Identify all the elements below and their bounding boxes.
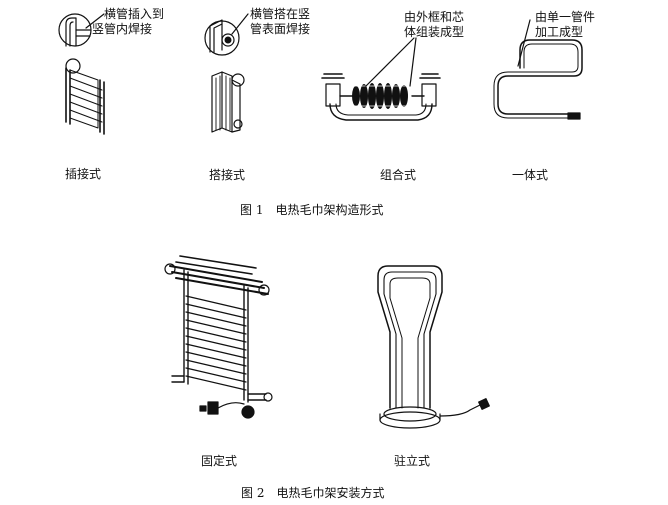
integral-type-label: 一体式 <box>512 168 549 182</box>
combined-callout-line-1: 由外框和芯 <box>404 10 465 24</box>
integral-type-drawing <box>493 19 583 120</box>
insertion-callout-line-2: 竖管内焊接 <box>92 22 153 36</box>
combined-callout-line-2: 体组装成型 <box>404 25 465 39</box>
insertion-detail-circle <box>58 13 92 47</box>
overlap-callout-line-1: 横管搭在竖 <box>250 7 311 21</box>
figure2-caption: 图 2 电热毛巾架安装方式 <box>241 486 385 500</box>
overlap-type-drawing <box>204 13 249 133</box>
insertion-type-label: 插接式 <box>65 167 102 181</box>
wall-mounted-rack-drawing <box>164 255 273 419</box>
insertion-type-drawing <box>58 13 105 135</box>
combined-type-drawing <box>321 37 441 121</box>
freestanding-rack-drawing <box>377 265 490 429</box>
figure1-caption: 图 1 电热毛巾架构造形式 <box>240 203 384 217</box>
insertion-leader-line <box>85 13 105 29</box>
wall-mounted-label: 固定式 <box>201 454 238 468</box>
overlap-callout-line-2: 管表面焊接 <box>250 22 311 36</box>
overlap-leader-line <box>231 13 249 35</box>
integral-callout-line-2: 加工成型 <box>535 25 584 39</box>
combined-type-label: 组合式 <box>380 168 417 182</box>
insertion-callout-line-1: 横管插入到 <box>104 7 165 21</box>
combined-leader-line-1 <box>365 37 415 87</box>
integral-callout-line-1: 由单一管件 <box>535 10 596 24</box>
integral-leader-line <box>517 19 531 67</box>
combined-leader-line-2 <box>409 37 417 87</box>
overlap-type-label: 搭接式 <box>209 168 246 182</box>
freestanding-label: 驻立式 <box>394 454 431 468</box>
